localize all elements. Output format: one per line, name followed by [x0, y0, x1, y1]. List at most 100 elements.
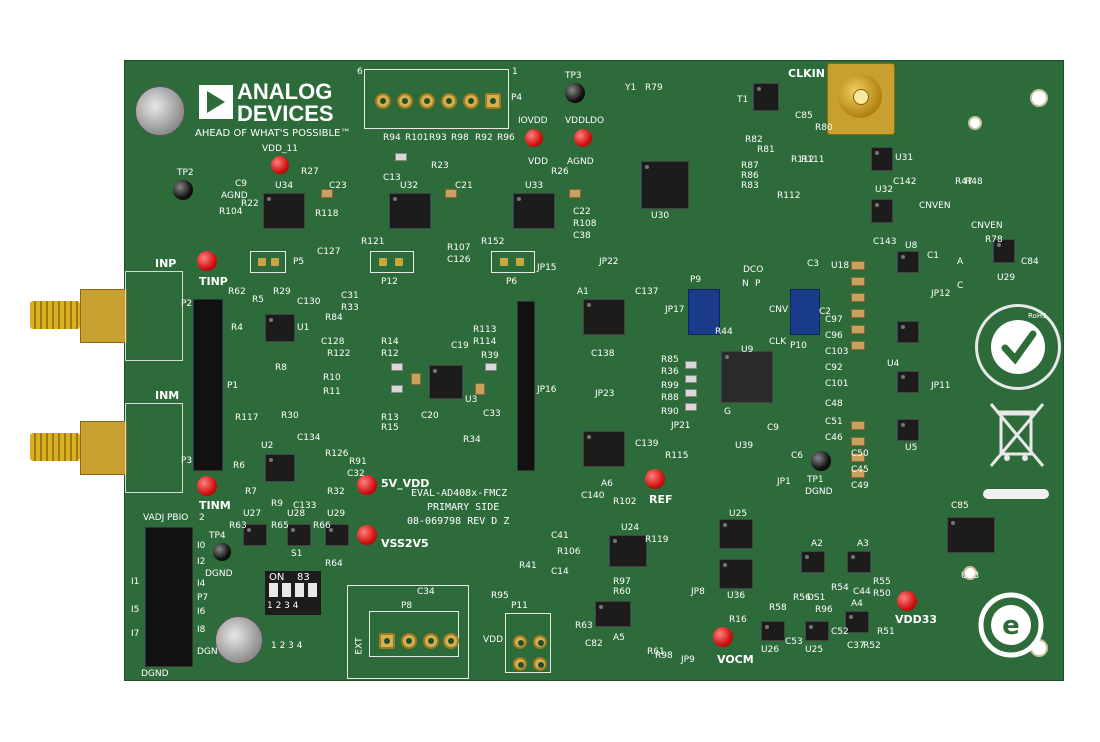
testpoint-vss2v5 — [357, 525, 377, 545]
p4-pin — [441, 93, 457, 109]
testpoint-vdd-11 — [271, 156, 289, 174]
label-r22: R26 — [551, 167, 569, 177]
label-c73: C96 — [825, 331, 843, 341]
label-c87: C127 — [317, 247, 341, 257]
g-label: G — [724, 407, 731, 417]
p9-jumper[interactable] — [688, 289, 720, 335]
cnv-label: CNV — [769, 305, 789, 315]
vocm-label: VOCM — [717, 653, 754, 666]
p8-pin — [423, 633, 439, 649]
switch-numbers-below: 1 2 3 4 — [271, 641, 303, 651]
label-r23: R27 — [301, 167, 319, 177]
mounting-hole — [968, 116, 982, 130]
label-r28: R32 — [327, 487, 345, 497]
label-r81: R94 — [383, 133, 401, 143]
u3-label: U3 — [465, 395, 478, 405]
a3-label: A3 — [857, 539, 869, 549]
p8-label: P8 — [401, 601, 413, 611]
label-r86: R97 — [613, 577, 631, 587]
switch-code-label: 83 — [297, 572, 310, 583]
label-r50: R61 — [647, 647, 665, 657]
capacitor — [851, 341, 865, 350]
label-c14: C14 — [551, 567, 569, 577]
p2-label: P2 — [181, 299, 193, 309]
label-r48: R60 — [613, 587, 631, 597]
chip-a5 — [595, 601, 631, 627]
label-c9: C9 — [767, 423, 780, 433]
jp22-label: JP23 — [595, 389, 615, 399]
a4-label: A4 — [851, 599, 863, 609]
dip-switch[interactable]: ON 83 1 2 3 4 — [265, 571, 321, 615]
check-icon — [1001, 330, 1037, 365]
u29-label: U29 — [997, 273, 1016, 283]
capacitor — [851, 261, 865, 270]
label-r46: R56 — [793, 593, 811, 603]
capacitor — [851, 469, 865, 478]
ext-outline — [369, 611, 459, 657]
label-c51: C48 — [825, 399, 843, 409]
label-c53: C50 — [851, 449, 869, 459]
p8-pin — [443, 633, 459, 649]
ref-label: REF — [649, 493, 673, 506]
capacitor — [851, 277, 865, 286]
label-c50: C46 — [825, 433, 843, 443]
chip-u28 — [325, 524, 349, 546]
label-r61: R79 — [645, 83, 663, 93]
chip-u27 — [287, 524, 311, 546]
s1-label: S1 — [291, 549, 303, 559]
vadj-label: VADJ — [143, 513, 165, 523]
chip-u35 — [263, 193, 305, 229]
brand-tagline: AHEAD OF WHAT'S POSSIBLE™ — [195, 128, 351, 139]
resistor — [395, 153, 407, 161]
label-r34: R41 — [519, 561, 537, 571]
p4-pin6-label: 6 — [357, 67, 363, 77]
p12-label: P12 — [381, 277, 398, 287]
jp9-label: JP9 — [681, 655, 695, 665]
pbio-label: PBIO — [167, 513, 189, 523]
pcb-board: ANALOG DEVICES AHEAD OF WHAT'S POSSIBLE™… — [30, 60, 1064, 681]
label-c31: C31 — [341, 291, 359, 301]
label-r70: R85 — [661, 355, 679, 365]
chip-u2 — [265, 454, 295, 482]
chip-u33 — [389, 193, 431, 229]
i1-label: I1 — [131, 577, 140, 587]
p10-jumper[interactable] — [790, 289, 820, 335]
tp2-label: TP2 — [177, 168, 194, 178]
p7-header — [145, 527, 193, 667]
chip-t1 — [753, 83, 779, 111]
a2-label: A2 — [811, 539, 823, 549]
capacitor — [321, 189, 333, 198]
t1-label: T1 — [737, 95, 749, 105]
label-r113: R122 — [327, 349, 351, 359]
vdd33-label: VDD33 — [895, 613, 938, 626]
p4-pin — [375, 93, 391, 109]
label-r54: R64 — [325, 559, 343, 569]
testpoint-ref — [645, 469, 665, 489]
label-r71: R87 — [741, 161, 759, 171]
label-c19: C19 — [451, 341, 469, 351]
tp1-label: TP1 — [807, 475, 824, 485]
capacitor — [475, 383, 485, 395]
resistor — [391, 363, 403, 371]
p5-pin — [271, 258, 279, 266]
label-r130: R152 — [481, 237, 505, 247]
label-r80: R93 — [429, 133, 447, 143]
chip-u30 — [641, 161, 689, 209]
chip-u26 — [243, 524, 267, 546]
label-r45: R55 — [873, 577, 891, 587]
label-r5: R5 — [252, 295, 264, 305]
p8-pin — [379, 633, 395, 649]
jp17-label: JP17 — [665, 305, 685, 315]
chip-a1 — [583, 299, 625, 335]
label-c23: C23 — [329, 181, 347, 191]
testpoint-vddldo — [574, 129, 592, 147]
agnd-side-label: AGND — [221, 191, 248, 201]
chip-u23 — [805, 621, 829, 641]
p4-outline — [364, 69, 509, 129]
rohs-line1: RoHS — [1028, 312, 1047, 320]
u2-label: U2 — [261, 441, 274, 451]
chip-u24 — [761, 621, 785, 641]
label-c90: C133 — [293, 501, 317, 511]
label-r9: R9 — [271, 499, 283, 509]
u33-label: U32 — [400, 181, 419, 191]
